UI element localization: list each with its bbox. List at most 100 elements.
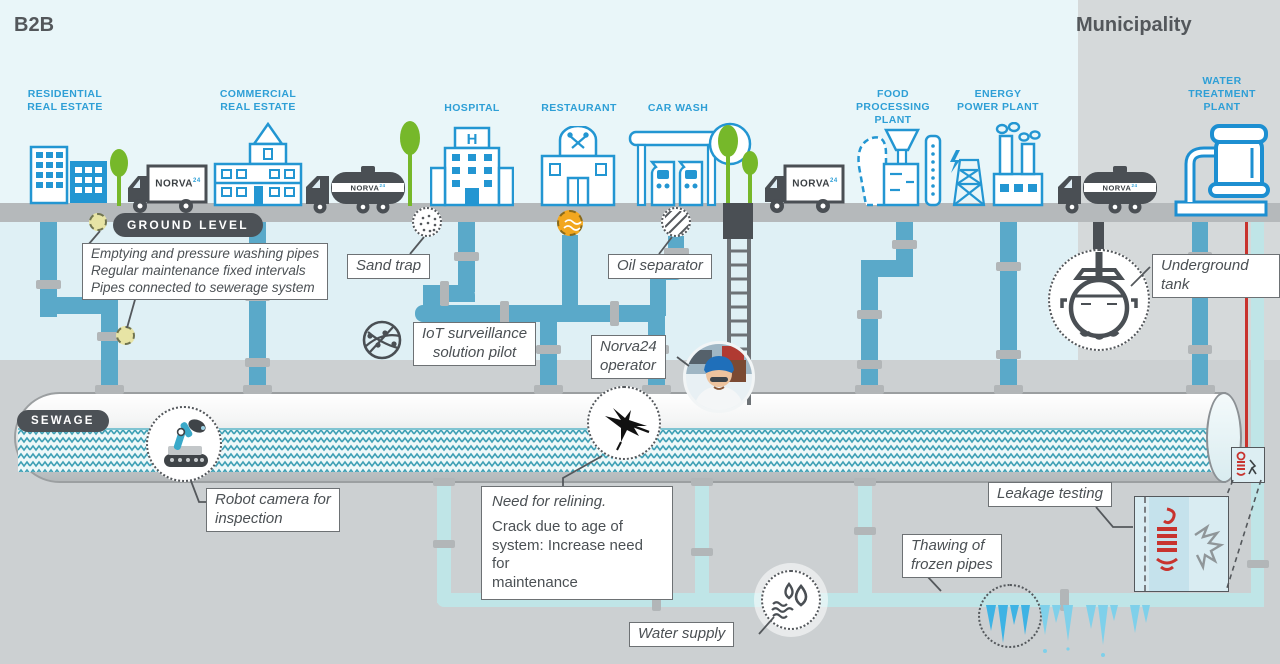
relining-title: Need for relining.	[492, 493, 607, 510]
callout-iot-pilot: IoT surveillance solution pilot	[413, 322, 537, 366]
hospital-building-icon: H	[430, 126, 514, 207]
water-supply-pipe	[695, 481, 709, 599]
water-supply-icon	[761, 570, 821, 630]
callout-robot-camera: Robot camera for inspection	[206, 488, 340, 532]
leak-sensor-line	[1245, 222, 1248, 450]
restaurant-building-icon	[540, 126, 616, 207]
sewage-inlet-flange	[855, 385, 884, 394]
pipe-segment	[540, 316, 557, 395]
tree-icon	[110, 149, 128, 206]
label-water-treatment: WATER TREATMENT PLANT	[1188, 75, 1256, 114]
pipe-flange	[854, 478, 876, 486]
pipe-segment	[101, 300, 118, 395]
pipe-flange	[652, 589, 661, 611]
pipe-segment	[1000, 222, 1017, 395]
tree-icon	[400, 121, 420, 206]
ground-level-badge: GROUND LEVEL	[113, 213, 263, 237]
pipe-flange	[664, 248, 689, 257]
callout-water-supply: Water supply	[629, 622, 735, 647]
residential-building-icon	[29, 145, 107, 205]
pipe-flange	[892, 240, 917, 249]
connection-point-icon	[116, 326, 135, 345]
pipe-segment	[40, 222, 57, 317]
pipe-segment	[1192, 213, 1208, 395]
pipe-flange	[1060, 589, 1069, 611]
connection-point-icon	[89, 213, 107, 231]
pipe-flange	[1188, 345, 1212, 354]
pipe-flange	[691, 478, 713, 486]
b2b-title: B2B	[14, 14, 55, 36]
pipe-segment	[562, 235, 578, 313]
pipe-flange	[245, 358, 270, 367]
sewage-inlet-flange	[243, 385, 272, 394]
sewage-inlet-flange	[1186, 385, 1215, 394]
water-supply-pipe	[858, 481, 872, 599]
pipe-flange	[857, 310, 882, 319]
food-processing-plant-icon	[857, 128, 942, 207]
commercial-building-icon	[213, 122, 303, 207]
label-hospital: HOSPITAL	[444, 102, 500, 114]
pipe-flange	[36, 280, 61, 289]
label-commercial: COMMERCIAL REAL ESTATE	[219, 88, 297, 114]
label-energy: ENERGY POWER PLANT	[957, 88, 1039, 114]
leakage-sensor-minibox	[1231, 447, 1265, 483]
norva-logo: NORVA24	[350, 183, 386, 193]
sand-trap-icon	[412, 207, 442, 237]
energy-power-plant-icon	[950, 122, 1044, 207]
callout-underground-tank: Underground tank	[1152, 254, 1280, 298]
pipe-flange	[691, 548, 713, 556]
operator-photo	[683, 341, 755, 413]
callout-norva24-operator: Norva24 operator	[591, 335, 666, 379]
grease-trap-icon	[557, 210, 583, 236]
pipe-flange	[996, 350, 1021, 359]
sewage-inlet-flange	[95, 385, 124, 394]
tanker-truck-icon: NORVA24	[303, 166, 411, 214]
box-truck-icon: NORVA24	[761, 164, 845, 214]
callout-maintenance-note: Emptying and pressure washing pipes Regu…	[82, 243, 329, 300]
leakage-inset	[1134, 496, 1229, 592]
norva-logo: NORVA24	[155, 178, 201, 190]
callout-oil-separator: Oil separator	[608, 254, 712, 279]
sewage-badge: SEWAGE	[17, 410, 109, 432]
pipe-flange	[433, 540, 455, 548]
pipe-flange	[500, 301, 509, 326]
pipe-flange	[454, 252, 479, 261]
crack-icon	[587, 386, 661, 460]
frozen-pipes-icon	[978, 584, 1042, 648]
pipe-flange	[433, 478, 455, 486]
underground-tank-icon	[1048, 249, 1150, 351]
pipe-flange	[1247, 560, 1269, 568]
pipe-segment	[861, 260, 878, 395]
pipe-flange	[97, 332, 122, 341]
pipe-flange	[854, 527, 876, 535]
robot-camera-icon	[146, 406, 222, 482]
callout-leakage-testing: Leakage testing	[988, 482, 1112, 507]
sewage-inlet-flange	[642, 385, 671, 394]
norva-logo: NORVA24	[792, 178, 838, 190]
sewage-inlet-flange	[534, 385, 563, 394]
pipe-segment	[40, 297, 118, 314]
iot-globe-icon	[362, 320, 402, 360]
hospital-sign-letter: H	[467, 131, 478, 148]
label-car-wash: CAR WASH	[647, 102, 709, 114]
tree-icon	[718, 125, 738, 206]
inset-dash	[1144, 497, 1146, 591]
icicles	[986, 605, 1150, 657]
callout-sand-trap: Sand trap	[347, 254, 431, 279]
callout-thawing: Thawing of frozen pipes	[902, 534, 1002, 578]
pipe-flange	[536, 345, 561, 354]
tree-icon	[742, 151, 758, 206]
norva-logo: NORVA24	[1102, 183, 1138, 193]
sewage-inlet-flange	[994, 385, 1023, 394]
label-restaurant: RESTAURANT	[541, 102, 617, 114]
pipe-flange	[857, 360, 882, 369]
relining-body: Crack due to age of system: Increase nee…	[492, 517, 643, 591]
pipe-flange	[440, 281, 449, 306]
manhole-icon	[723, 203, 753, 239]
pipe-flange	[610, 301, 619, 326]
municipality-title: Municipality	[1076, 14, 1192, 36]
label-food-processing: FOOD PROCESSING PLANT	[855, 88, 930, 127]
tanker-truck-icon: NORVA24	[1055, 166, 1163, 214]
pipe-flange	[996, 262, 1021, 271]
